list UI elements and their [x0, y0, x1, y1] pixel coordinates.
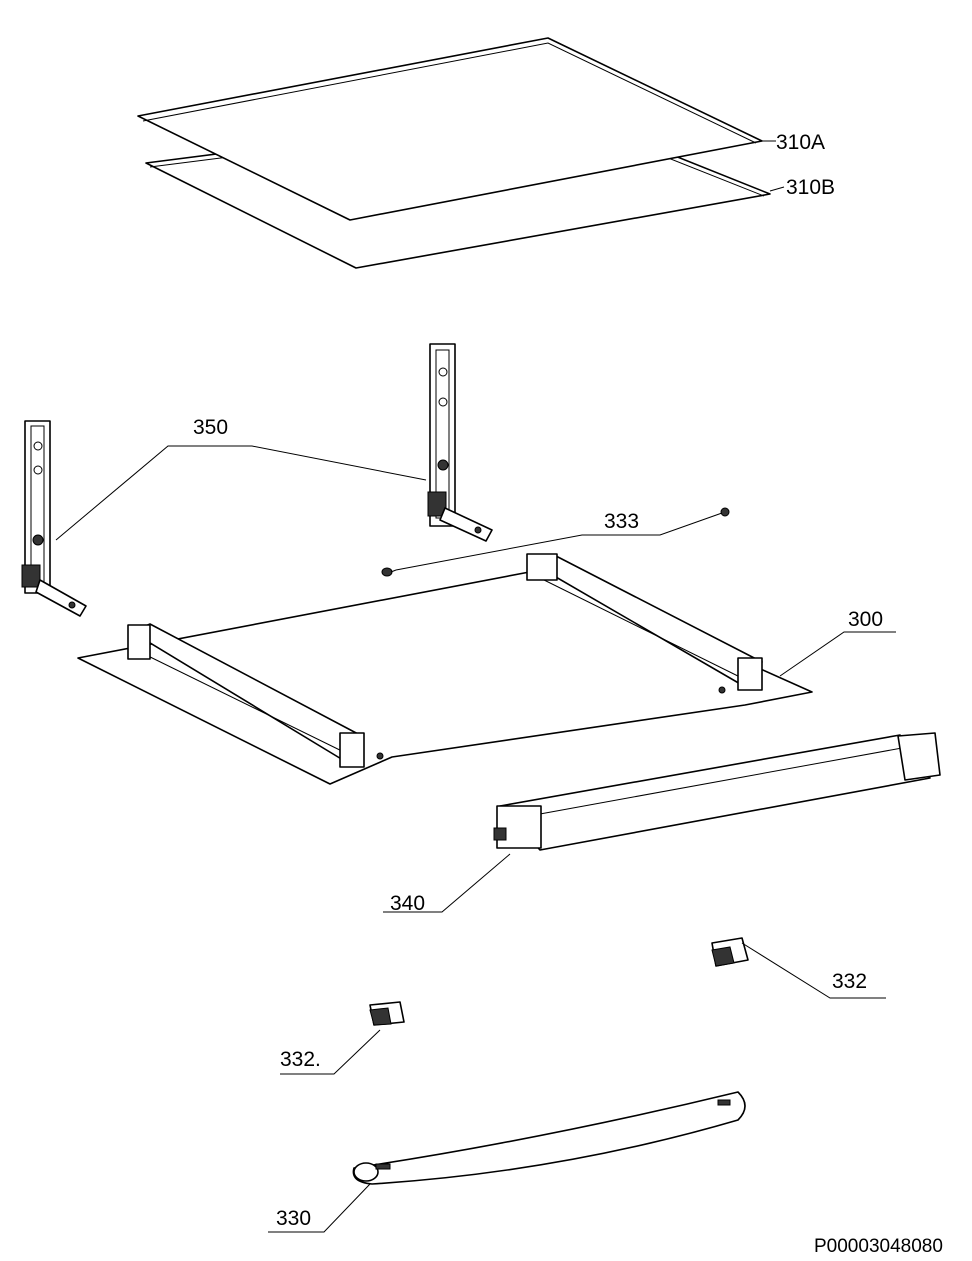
screw-right: [720, 507, 730, 517]
label-332-left: 332.: [280, 1048, 321, 1071]
drawing-code: P00003048080: [814, 1236, 943, 1257]
door-frame-plate-300: [77, 553, 813, 785]
screw-left: [381, 567, 397, 577]
hinge-left: [21, 420, 87, 617]
label-333: 333: [604, 510, 639, 533]
label-330: 330: [276, 1207, 311, 1230]
handle-bar-340: [493, 732, 941, 851]
end-cap-right: [711, 937, 749, 967]
label-300: 300: [848, 608, 883, 631]
label-310b: 310B: [786, 176, 835, 199]
label-310a: 310A: [776, 131, 825, 154]
hinge-right: [427, 343, 493, 542]
label-340: 340: [390, 892, 425, 915]
curved-handle-330: [352, 1091, 746, 1185]
label-350: 350: [193, 416, 228, 439]
leader-lines: [55, 140, 896, 1233]
end-cap-left: [369, 1001, 405, 1026]
label-332-right: 332: [832, 970, 867, 993]
